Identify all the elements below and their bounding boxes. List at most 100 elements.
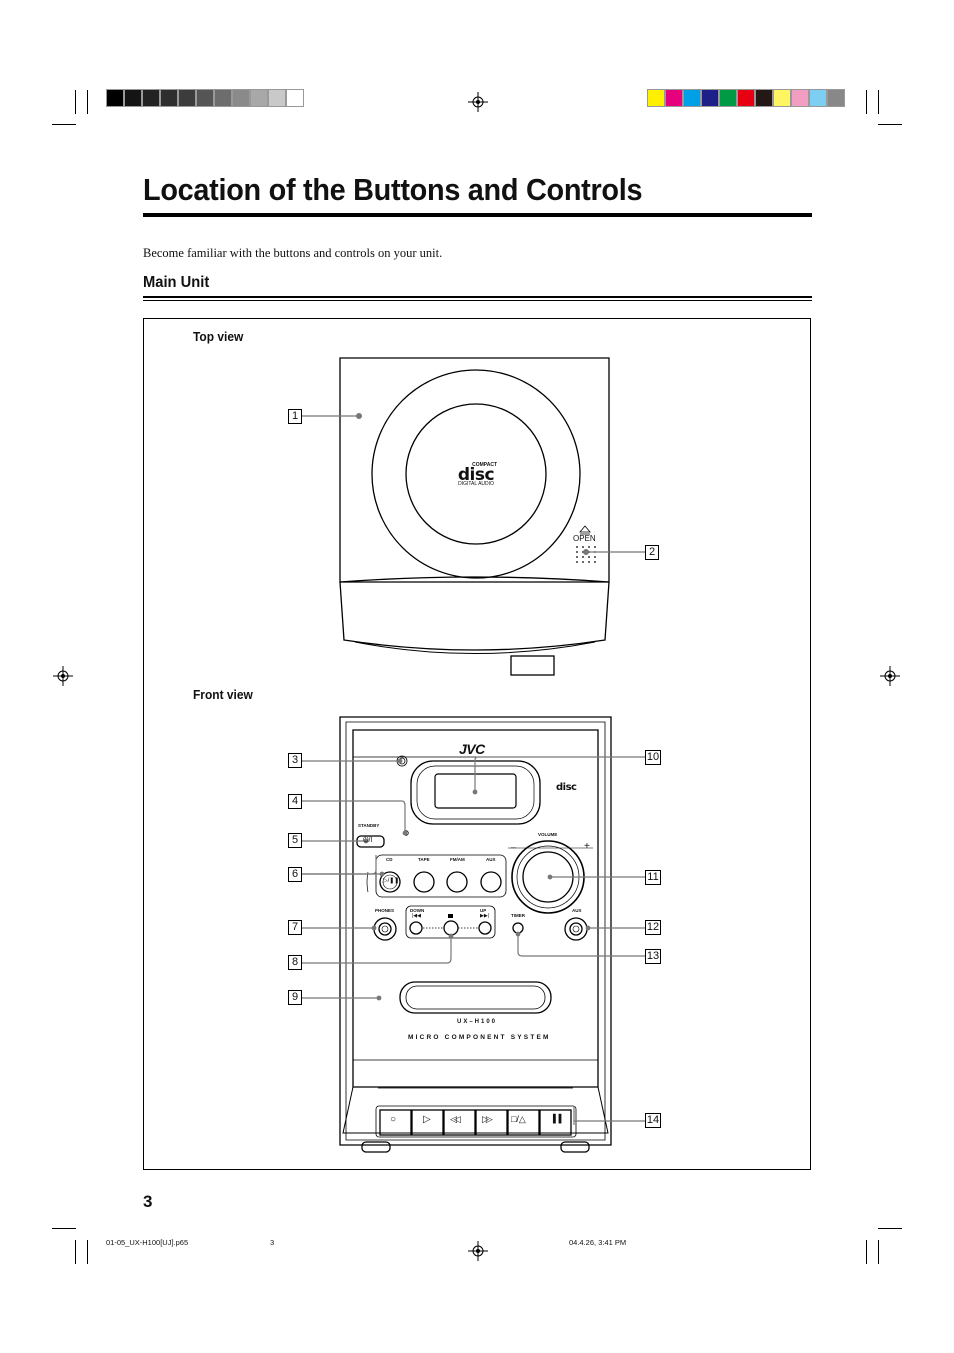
section-rule xyxy=(143,300,812,301)
source-label-fmam: FM/AM xyxy=(450,857,465,862)
disc-logo-bottom-text: DIGITAL AUDIO xyxy=(458,481,494,487)
deck-stop-eject-icon: □/△ xyxy=(511,1114,526,1124)
disc-logo-top-text: COMPACT xyxy=(472,462,497,468)
volume-plus: + xyxy=(584,841,590,852)
timer-label: TIMER xyxy=(511,913,525,918)
callout-7: 7 xyxy=(288,920,302,935)
color-swatch xyxy=(827,89,845,107)
cd-play-pause-icon: ▷/❚❚ xyxy=(383,878,400,884)
deck-record-icon: ○ xyxy=(390,1114,397,1125)
callout-10: 10 xyxy=(645,750,661,765)
color-swatch xyxy=(791,89,809,107)
top-view-label: Top view xyxy=(193,329,244,344)
registration-mark xyxy=(53,666,73,686)
up-label: UP xyxy=(480,908,487,913)
front-disc-logo-text: disc xyxy=(556,782,577,793)
callout-1: 1 xyxy=(288,409,302,424)
figure-frame xyxy=(143,318,811,1170)
aux-jack-label: AUX xyxy=(572,908,582,913)
callout-9: 9 xyxy=(288,990,302,1005)
gray-swatch xyxy=(268,89,286,107)
gray-swatch xyxy=(124,89,142,107)
color-swatch xyxy=(737,89,755,107)
gray-swatch xyxy=(196,89,214,107)
volume-label: VOLUME xyxy=(538,832,558,837)
crop-mark xyxy=(878,1240,879,1264)
gray-swatch xyxy=(178,89,196,107)
disc-logo-mid-text: disc xyxy=(457,465,495,485)
crop-mark xyxy=(87,90,88,114)
callout-8: 8 xyxy=(288,955,302,970)
crop-mark xyxy=(866,1240,867,1264)
crop-mark xyxy=(75,1240,76,1264)
page-title: Location of the Buttons and Controls xyxy=(143,172,643,207)
deck-play-icon: ▷ xyxy=(423,1114,431,1125)
open-label: OPEN xyxy=(573,534,596,543)
footer-date: 04.4.26, 3:41 PM xyxy=(569,1238,627,1247)
callout-3: 3 xyxy=(288,753,302,768)
footer-page: 3 xyxy=(270,1238,275,1247)
color-swatch xyxy=(701,89,719,107)
registration-mark xyxy=(468,1241,488,1261)
down-label: DOWN xyxy=(410,908,425,913)
color-swatch xyxy=(755,89,773,107)
crop-mark xyxy=(75,90,76,114)
deck-pause-icon: ▐▐ xyxy=(550,1114,562,1123)
compact-disc-logo: COMPACT disc DIGITAL AUDIO xyxy=(455,463,497,487)
crop-mark xyxy=(52,124,76,125)
brand-logo: JVC xyxy=(459,741,485,757)
deck-ffwd-icon: ▷▷ xyxy=(482,1114,493,1124)
crop-mark xyxy=(87,1240,88,1264)
color-swatch xyxy=(809,89,827,107)
gray-swatch xyxy=(142,89,160,107)
color-bar xyxy=(647,89,845,107)
callout-13: 13 xyxy=(645,949,661,964)
front-view-illustration xyxy=(302,716,645,1153)
deck-rewind-icon: ◁◁ xyxy=(450,1114,461,1124)
callout-5: 5 xyxy=(288,833,302,848)
grayscale-bar xyxy=(106,89,304,107)
callout-6: 6 xyxy=(288,867,302,882)
standby-icon: ⏻/I xyxy=(363,837,373,844)
crop-mark xyxy=(878,90,879,114)
page-number: 3 xyxy=(143,1192,153,1211)
intro-text: Become familiar with the buttons and con… xyxy=(143,246,443,260)
front-view-label: Front view xyxy=(193,687,253,702)
gray-swatch xyxy=(250,89,268,107)
crop-mark xyxy=(878,1228,902,1229)
title-rule xyxy=(143,213,812,217)
callout-2: 2 xyxy=(645,545,659,560)
volume-minus: – xyxy=(511,842,517,852)
callout-11: 11 xyxy=(645,870,661,885)
gray-swatch xyxy=(286,89,304,107)
gray-swatch xyxy=(106,89,124,107)
footer-filename: 01-05_UX-H100[UJ].p65 xyxy=(106,1238,189,1247)
top-view-illustration xyxy=(302,357,645,676)
source-label-cd: CD xyxy=(386,857,393,862)
skip-forward-icon: ▶▶| xyxy=(480,913,489,919)
callout-12: 12 xyxy=(645,920,661,935)
model-label: UX–H100 xyxy=(457,1019,498,1025)
crop-mark xyxy=(52,1228,76,1229)
gray-swatch xyxy=(214,89,232,107)
gray-swatch xyxy=(232,89,250,107)
source-label-tape: TAPE xyxy=(418,857,430,862)
registration-mark xyxy=(468,92,488,112)
color-swatch xyxy=(719,89,737,107)
section-heading: Main Unit xyxy=(143,274,210,291)
front-disc-logo: disc xyxy=(556,782,577,793)
crop-mark xyxy=(878,124,902,125)
section-rule xyxy=(143,296,812,298)
callout-14: 14 xyxy=(645,1113,661,1128)
color-swatch xyxy=(773,89,791,107)
color-swatch xyxy=(683,89,701,107)
registration-mark xyxy=(880,666,900,686)
callout-4: 4 xyxy=(288,794,302,809)
gray-swatch xyxy=(160,89,178,107)
color-swatch xyxy=(665,89,683,107)
system-name-label: MICRO COMPONENT SYSTEM xyxy=(408,1034,551,1041)
crop-mark xyxy=(866,90,867,114)
source-label-aux: AUX xyxy=(486,857,496,862)
phones-label: PHONES xyxy=(375,908,395,913)
standby-label: STANDBY xyxy=(358,823,380,828)
